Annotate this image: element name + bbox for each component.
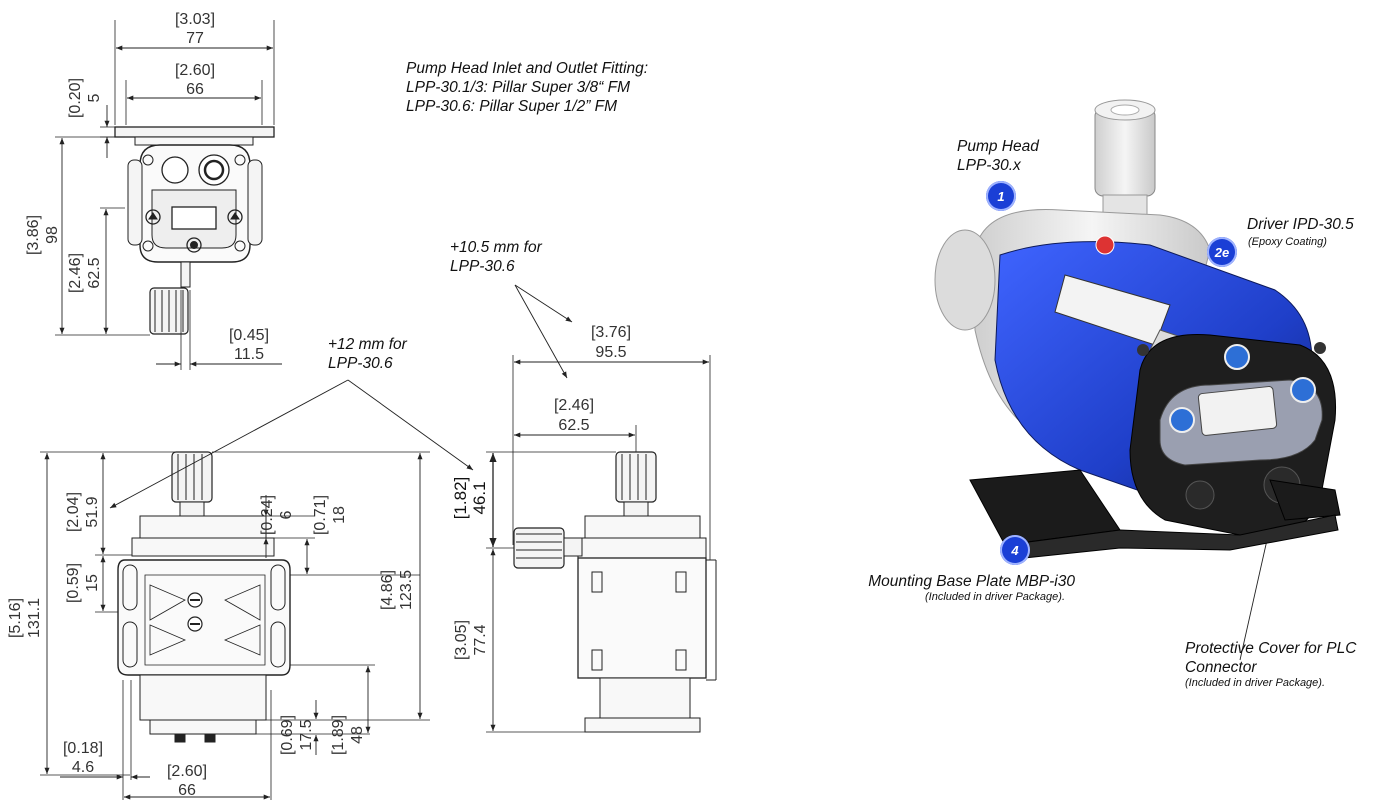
- dim-label: 66: [178, 782, 196, 799]
- driver-title: Driver IPD-30.5: [1247, 216, 1354, 233]
- dim-label: 5: [86, 93, 103, 102]
- base-title: Mounting Base Plate MBP-i30: [868, 573, 1075, 590]
- dim-label: 17.5: [298, 719, 315, 750]
- dim-label: [2.60]: [167, 763, 207, 780]
- dim-label: [3.05]: [453, 620, 470, 660]
- dim-label: [0.20]: [67, 78, 84, 118]
- fitting-line-1: LPP-30.1/3: Pillar Super 3/8“ FM: [406, 79, 630, 96]
- fitting-note: Pump Head Inlet and Outlet Fitting: LPP-…: [406, 59, 648, 116]
- dim-label: 123.5: [398, 570, 415, 610]
- dim-label: [0.24]: [259, 495, 276, 535]
- dim-label: 48: [349, 726, 366, 744]
- driver-callout: Driver IPD-30.5: [1247, 215, 1354, 234]
- dim-label: 11.5: [234, 346, 264, 363]
- front-view: [40, 451, 430, 800]
- dim-label: [0.45]: [229, 327, 269, 344]
- pump-head-model: LPP-30.x: [957, 157, 1021, 174]
- pump-head-label: Pump Head: [957, 138, 1039, 155]
- offset-line-a: +12 mm for: [328, 336, 407, 353]
- dim-label: [2.46]: [554, 397, 594, 414]
- base-badge: 4: [1000, 535, 1030, 565]
- dim-label: [0.69]: [279, 715, 296, 755]
- dim-label: 6: [278, 510, 295, 519]
- dim-label: [1.82]: [451, 477, 470, 520]
- end-view: [55, 20, 282, 370]
- dim-label: [3.76]: [591, 324, 631, 341]
- dim-label: [5.16]: [7, 598, 24, 638]
- dim-label: 46.1: [470, 481, 489, 514]
- dim-label: 66: [186, 81, 204, 98]
- dim-label: [2.60]: [175, 62, 215, 79]
- fitting-title: Pump Head Inlet and Outlet Fitting:: [406, 60, 649, 77]
- dim-label: [2.04]: [65, 492, 82, 532]
- dim-label: 77.4: [472, 624, 489, 655]
- cover-title-a: Protective Cover for PLC: [1185, 640, 1357, 657]
- dim-label: [4.86]: [379, 570, 396, 610]
- dim-label: [0.18]: [63, 740, 103, 757]
- offset-line-a: +10.5 mm for: [450, 239, 542, 256]
- base-subtitle: (Included in driver Package).: [924, 591, 1065, 603]
- dim-label: 131.1: [26, 598, 43, 638]
- pump-head-callout: Pump Head LPP-30.x: [957, 137, 1039, 175]
- dim-label: 4.6: [72, 759, 94, 776]
- base-callout: Mounting Base Plate MBP-i30: [845, 572, 1075, 591]
- dim-label: 62.5: [86, 257, 103, 288]
- cover-callout: Protective Cover for PLC Connector: [1185, 639, 1356, 677]
- side-view: [486, 355, 717, 733]
- dim-label: [1.89]: [330, 715, 347, 755]
- end-view-labels: [3.03] 77 [2.60] 66 [0.20] 5 [3.86] 98 […: [25, 11, 269, 363]
- offset-note-12: +12 mm for LPP-30.6: [328, 335, 407, 373]
- dim-label: 62.5: [558, 417, 589, 434]
- cover-title-b: Connector: [1185, 659, 1257, 676]
- dim-label: [3.86]: [25, 215, 42, 255]
- front-view-labels: [5.16] 131.1 [2.04] 51.9 [0.59] 15 [0.24…: [7, 492, 415, 799]
- dim-label: [2.46]: [67, 253, 84, 293]
- dim-label: 77: [186, 30, 204, 47]
- dim-label: [0.59]: [65, 563, 82, 603]
- offset-note-10-5: +10.5 mm for LPP-30.6: [450, 238, 542, 276]
- side-view-labels: [3.76] 95.5 [2.46] 62.5 [1.82] 46.1 [3.0…: [451, 324, 631, 660]
- pump-head-badge: 1: [986, 181, 1016, 211]
- fitting-line-2: LPP-30.6: Pillar Super 1/2” FM: [406, 98, 618, 115]
- offset-line-b: LPP-30.6: [450, 258, 515, 275]
- pump-render: [934, 99, 1341, 561]
- dim-label: [0.71]: [312, 495, 329, 535]
- dim-label: 98: [44, 226, 61, 244]
- dim-label: 18: [331, 506, 348, 524]
- dim-label: 95.5: [595, 344, 626, 361]
- dim-label: 51.9: [84, 496, 101, 527]
- offset-line-b: LPP-30.6: [328, 355, 393, 372]
- driver-badge: 2e: [1207, 237, 1237, 267]
- cover-subtitle: (Included in driver Package).: [1185, 677, 1326, 689]
- dim-label: 15: [84, 574, 101, 592]
- driver-subtitle: (Epoxy Coating): [1248, 236, 1327, 248]
- dim-label: [3.03]: [175, 11, 215, 28]
